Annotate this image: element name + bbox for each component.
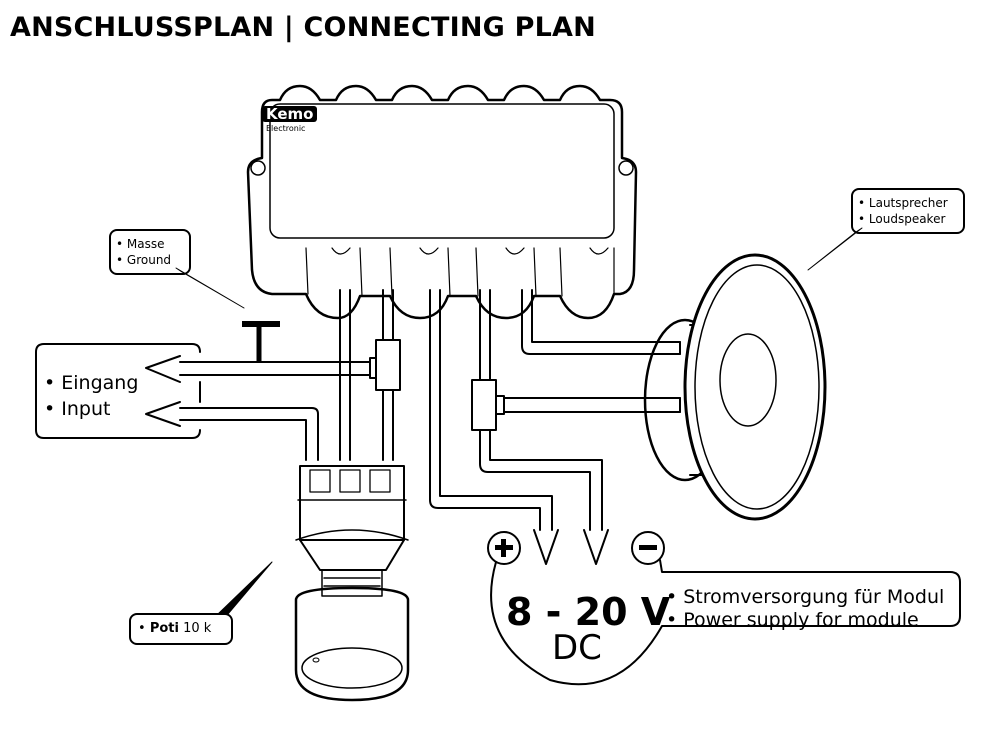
input-label-en: Input <box>44 396 138 422</box>
poti-bullet: • <box>138 621 150 636</box>
power-supply-label-en: Power supply for module <box>666 609 944 632</box>
amplifier-module <box>246 84 638 320</box>
power-arrows <box>533 529 609 565</box>
brand-logo: Kemo <box>262 106 318 122</box>
potentiometer <box>294 465 410 702</box>
input-label: Eingang Input <box>44 370 138 422</box>
voltage-range: 8 - 20 V <box>506 590 671 634</box>
ground-label-de: Masse <box>116 236 171 252</box>
wires <box>179 289 681 531</box>
poti-value: 10 k <box>183 621 212 636</box>
input-arrows <box>145 355 181 427</box>
power-supply-label: Stromversorgung für Modul Power supply f… <box>666 586 944 632</box>
loudspeaker-label-de: Lautsprecher <box>858 195 948 211</box>
loudspeaker-label-en: Loudspeaker <box>858 211 948 227</box>
poti-name: Poti <box>149 621 179 636</box>
power-supply-label-de: Stromversorgung für Modul <box>666 586 944 609</box>
poti-label: • Poti 10 k <box>138 621 211 637</box>
page-title: ANSCHLUSSPLAN | CONNECTING PLAN <box>10 12 596 43</box>
loudspeaker <box>643 253 827 521</box>
ground-label-en: Ground <box>116 252 171 268</box>
input-label-de: Eingang <box>44 370 138 396</box>
brand-subtitle: Electronic <box>266 124 306 133</box>
ground-label: Masse Ground <box>116 236 171 268</box>
current-type: DC <box>552 628 602 668</box>
loudspeaker-label: Lautsprecher Loudspeaker <box>858 195 948 227</box>
